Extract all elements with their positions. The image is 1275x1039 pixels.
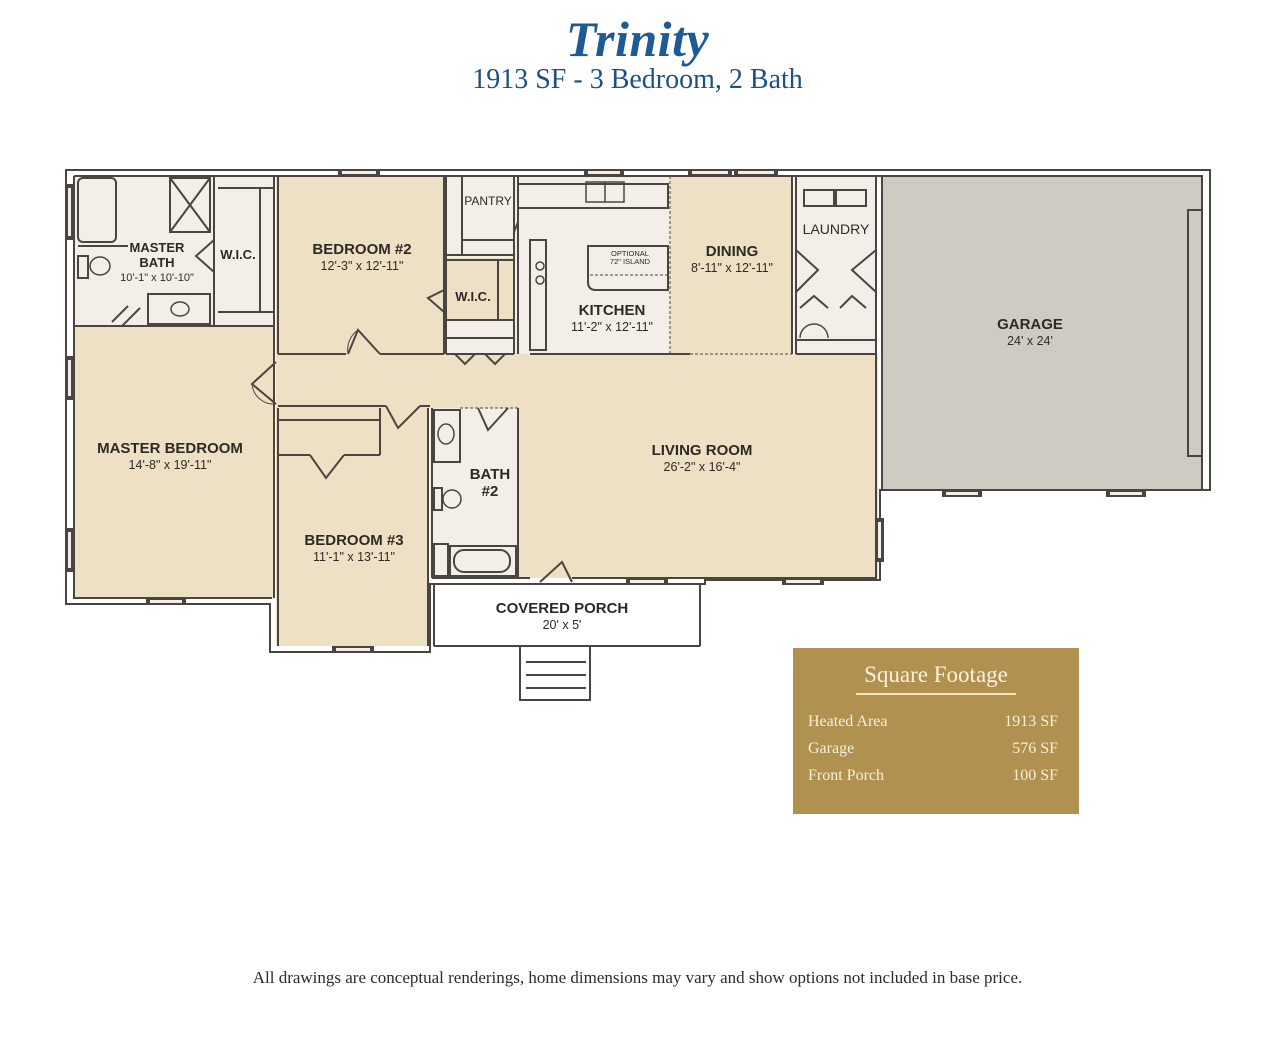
room-dims: 24' x 24' [1007, 334, 1053, 348]
room-dims: 26'-2" x 16'-4" [663, 460, 741, 474]
square-footage-title: Square Footage [864, 662, 1008, 687]
room-name: W.I.C. [220, 247, 256, 262]
room-dining: DINING 8'-11" x 12'-11" [672, 243, 792, 276]
room-name: PANTRY [464, 194, 512, 208]
room-dims: 8'-11" x 12'-11" [691, 261, 773, 275]
room-name-2: BATH [139, 255, 175, 270]
room-kitchen: KITCHEN 11'-2" x 12'-11" [552, 302, 672, 335]
room-name: MASTER BEDROOM [97, 440, 243, 457]
sf-value: 100 SF [1012, 767, 1058, 784]
island-line-1: OPTIONAL [611, 249, 649, 258]
kitchen-island: OPTIONAL 72" ISLAND [592, 250, 668, 266]
room-fills [74, 176, 1202, 646]
room-name: W.I.C. [455, 289, 491, 304]
room-name: GARAGE [997, 316, 1063, 333]
room-name: KITCHEN [578, 302, 646, 319]
disclaimer: All drawings are conceptual renderings, … [252, 968, 1023, 987]
room-dims: 11'-1" x 13'-11" [313, 550, 395, 564]
room-living-room: LIVING ROOM 26'-2" x 16'-4" [622, 442, 782, 475]
room-laundry: LAUNDRY [796, 221, 876, 238]
room-bedroom-2: BEDROOM #2 12'-3" x 12'-11" [282, 241, 442, 274]
room-bath-2: BATH #2 [462, 466, 518, 500]
room-dims: 20' x 5' [542, 618, 582, 632]
sf-label: Front Porch [808, 767, 884, 784]
room-bedroom-3: BEDROOM #3 11'-1" x 13'-11" [284, 532, 424, 565]
room-dims: 10'-1" x 10'-10" [120, 272, 194, 284]
sf-label: Heated Area [808, 713, 888, 730]
title-underline [856, 693, 1016, 695]
room-name: COVERED PORCH [495, 600, 629, 617]
room-name: LIVING ROOM [651, 442, 753, 459]
island-line-2: 72" ISLAND [609, 257, 651, 266]
room-master-wic: W.I.C. [214, 246, 262, 263]
square-footage-panel: Square Footage Heated Area 1913 SF Garag… [793, 648, 1079, 814]
plan-subtitle: 1913 SF - 3 Bedroom, 2 Bath [472, 64, 803, 95]
sf-value: 576 SF [1012, 740, 1058, 757]
fixtures-circles [89, 181, 829, 509]
room-garage: GARAGE 24' x 24' [970, 316, 1090, 349]
room-master-bath: MASTER BATH 10'-1" x 10'-10" [110, 240, 204, 286]
room-name: LAUNDRY [802, 221, 870, 237]
room-master-bedroom: MASTER BEDROOM 14'-8" x 19'-11" [80, 440, 260, 473]
room-dims: 12'-3" x 12'-11" [320, 259, 404, 273]
room-name: BEDROOM #3 [304, 532, 404, 549]
walls [65, 169, 1211, 701]
room-name-2: #2 [481, 483, 499, 500]
room-name: MASTER [129, 240, 185, 255]
doors [111, 221, 877, 583]
sf-value: 1913 SF [1004, 713, 1058, 730]
window-glass [68, 171, 1142, 651]
room-name: BATH [469, 466, 511, 483]
room-pantry: PANTRY [460, 193, 516, 210]
room-dims: 14'-8" x 19'-11" [128, 458, 212, 472]
room-bedroom-2-wic: W.I.C. [450, 288, 496, 305]
room-covered-porch: COVERED PORCH 20' x 5' [472, 600, 652, 633]
room-dims: 11'-2" x 12'-11" [571, 320, 653, 334]
plan-title: Trinity [565, 11, 710, 67]
room-name: BEDROOM #2 [312, 241, 412, 258]
room-name: DINING [705, 243, 759, 260]
sf-label: Garage [808, 740, 855, 757]
